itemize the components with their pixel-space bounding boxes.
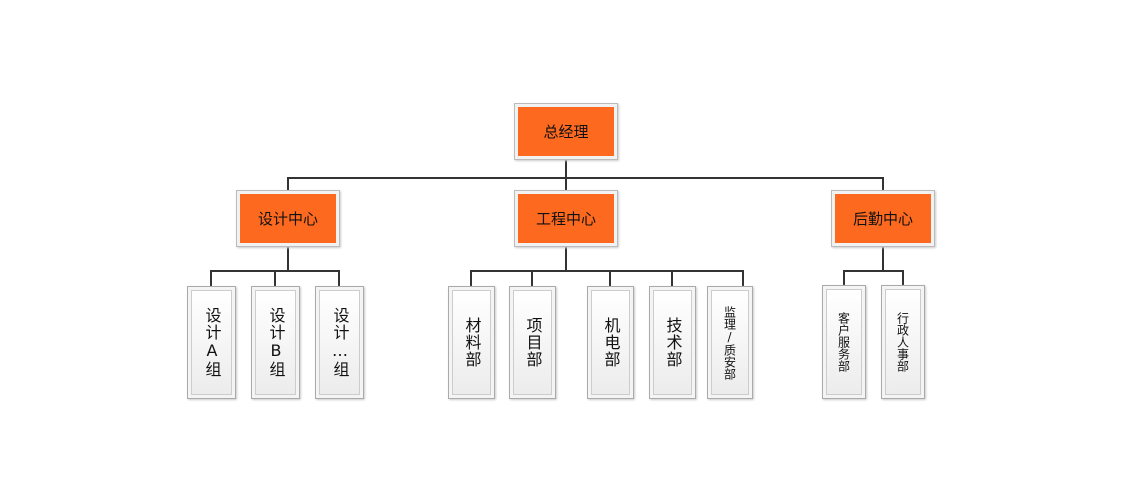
- connector: [287, 177, 884, 179]
- connector: [609, 270, 611, 286]
- connector: [882, 246, 884, 271]
- connector: [274, 270, 276, 286]
- node-label: 机电部: [601, 317, 621, 368]
- node-mep-dept: 机电部: [587, 286, 634, 399]
- node-label: 后勤中心: [852, 210, 913, 228]
- connector: [470, 270, 744, 272]
- node-label: 设计B组: [266, 307, 286, 378]
- node-materials-dept: 材料部: [448, 286, 495, 399]
- node-label: 设计…组: [330, 307, 350, 378]
- node-design-group-a: 设计A组: [187, 286, 236, 399]
- connector: [287, 177, 289, 191]
- connector: [843, 270, 904, 272]
- node-label: 总经理: [543, 123, 589, 141]
- node-engineering-center: 工程中心: [514, 190, 618, 247]
- node-tech-dept: 技术部: [649, 286, 696, 399]
- node-label: 设计中心: [257, 210, 318, 228]
- connector: [671, 270, 673, 286]
- connector: [565, 246, 567, 271]
- connector: [565, 159, 567, 191]
- node-design-center: 设计中心: [236, 190, 340, 247]
- connector: [902, 270, 904, 286]
- node-design-group-etc: 设计…组: [315, 286, 364, 399]
- connector: [882, 177, 884, 191]
- node-design-group-b: 设计B组: [251, 286, 300, 399]
- node-project-dept: 项目部: [509, 286, 556, 399]
- node-supervision-dept: 监理/质安部: [707, 286, 753, 399]
- node-general-manager: 总经理: [514, 103, 618, 160]
- node-logistics-center: 后勤中心: [831, 190, 935, 247]
- node-label: 设计A组: [202, 307, 222, 378]
- node-customer-service-dept: 客户服务部: [822, 285, 866, 399]
- connector: [742, 270, 744, 286]
- node-label: 监理/质安部: [722, 305, 737, 380]
- node-admin-hr-dept: 行政人事部: [881, 285, 925, 399]
- connector: [338, 270, 340, 286]
- connector: [470, 270, 472, 286]
- node-label: 材料部: [462, 317, 482, 368]
- connector: [843, 270, 845, 286]
- node-label: 工程中心: [535, 210, 596, 228]
- node-label: 项目部: [523, 317, 543, 368]
- node-label: 行政人事部: [895, 312, 910, 372]
- connector: [210, 270, 212, 286]
- node-label: 客户服务部: [836, 312, 851, 372]
- connector: [287, 246, 289, 271]
- connector: [531, 270, 533, 286]
- node-label: 技术部: [663, 317, 683, 368]
